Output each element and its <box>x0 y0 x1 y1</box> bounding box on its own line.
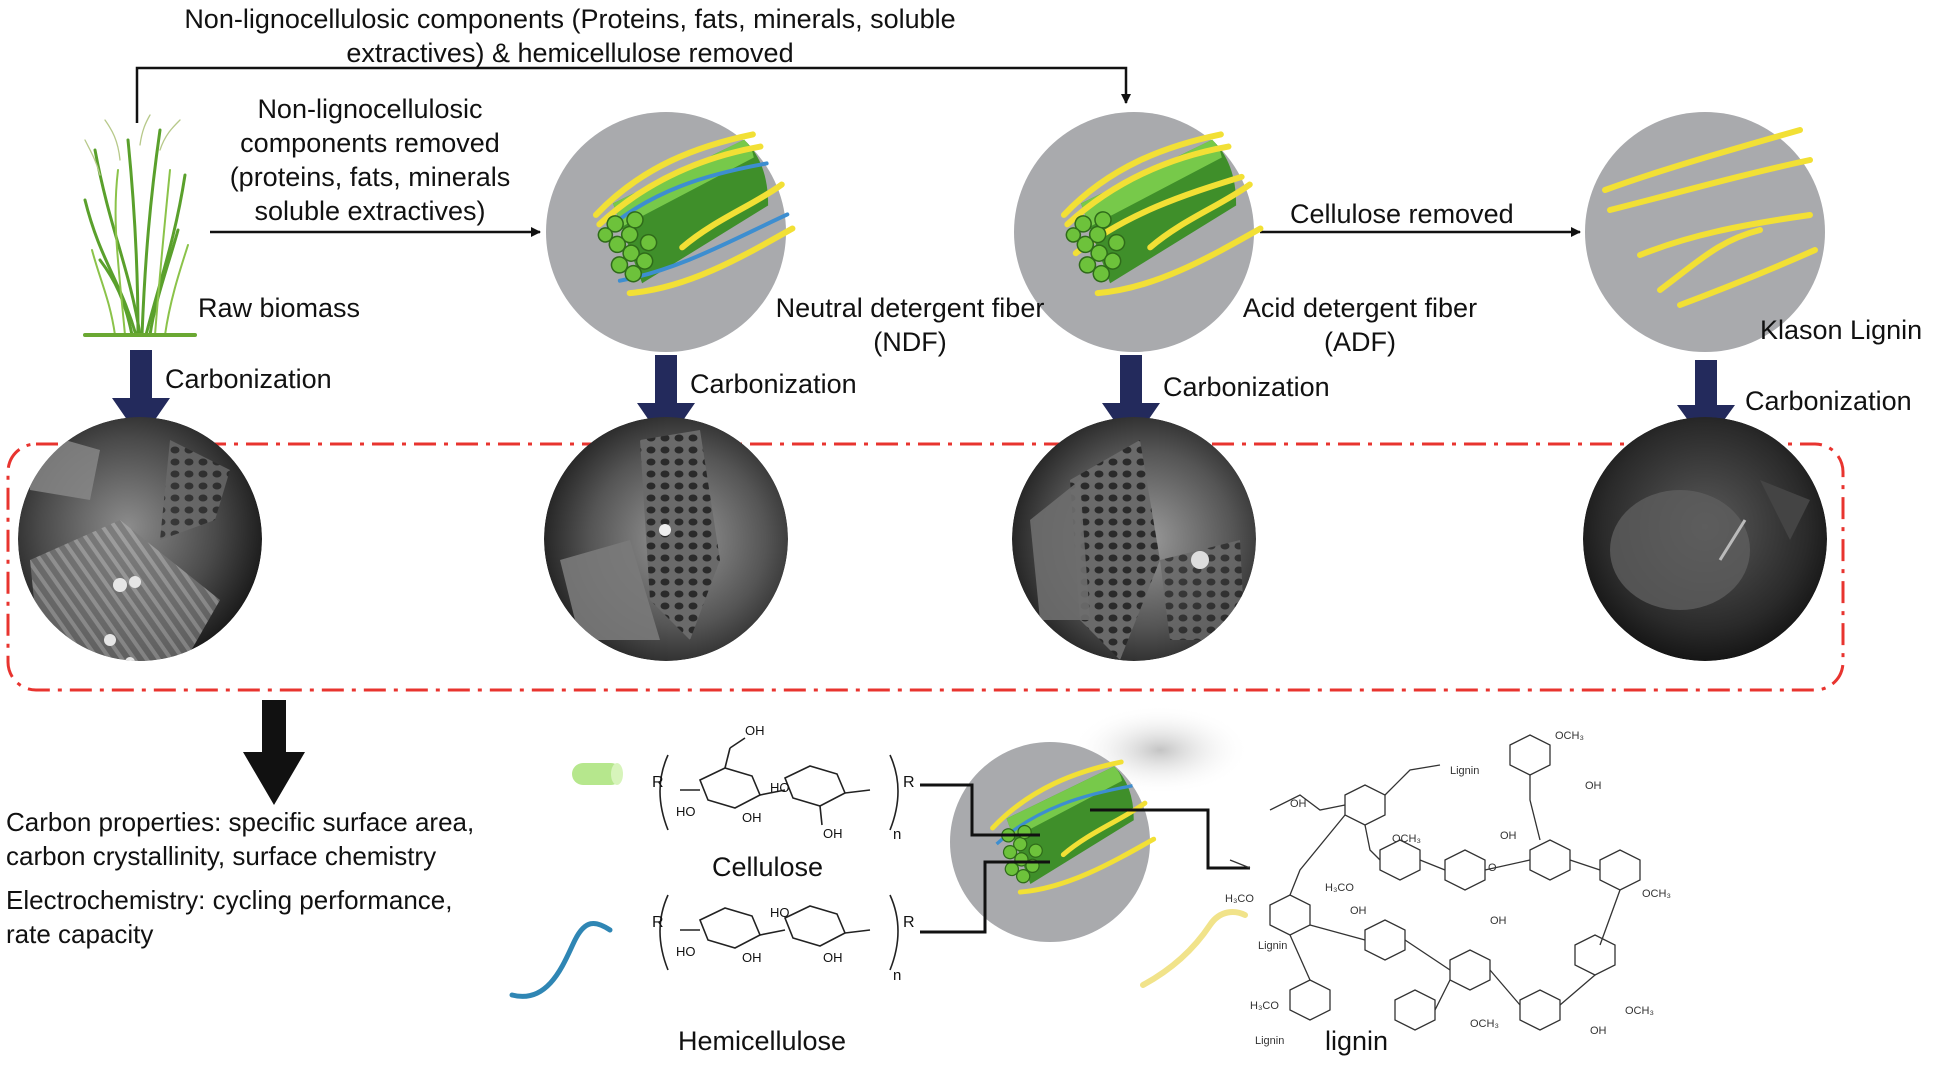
step1-label-line1: Non-lignocellulosic <box>257 94 483 124</box>
hemi-oh-1: OH <box>742 950 762 965</box>
carbonization-label-1: Carbonization <box>165 364 332 394</box>
carbonization-label-4: Carbonization <box>1745 386 1912 416</box>
lignin-ocH3-4: OCH₃ <box>1625 1005 1654 1017</box>
hemi-ho-1: HO <box>676 944 696 959</box>
stage-label-adf-line2: (ADF) <box>1324 327 1396 357</box>
step1-label-line2: components removed <box>240 128 500 158</box>
sem-image-adf <box>1012 417 1256 661</box>
hemicellulose-structure <box>659 894 899 971</box>
stage-label-ndf: Neutral detergent fiber (NDF) <box>750 291 1070 359</box>
lignin-ocH3-2: OCH₃ <box>1392 833 1421 845</box>
lignin-tag-2: Lignin <box>1258 940 1288 952</box>
lignin-oh-1: OH <box>1290 798 1307 810</box>
lignin-tag-1: Lignin <box>1450 765 1480 777</box>
adf-fiber-illustration <box>1014 112 1264 352</box>
cellulose-oh-2: OH <box>742 810 762 825</box>
cellulose-oh-3: OH <box>823 826 843 841</box>
stage-label-adf-line1: Acid detergent fiber <box>1242 293 1478 323</box>
step2-label: Cellulose removed <box>1290 199 1514 229</box>
sem-image-raw-biomass <box>18 417 262 661</box>
lignin-oh-4: OH <box>1350 905 1367 917</box>
lignin-h3co-3: H₃CO <box>1250 1000 1279 1012</box>
carbonization-label-3: Carbonization <box>1163 372 1330 402</box>
cellulose-structure <box>659 737 899 831</box>
carbonization-label-2: Carbonization <box>690 369 857 399</box>
step1-label-line3: (proteins, fats, minerals <box>229 162 511 192</box>
top-bypass-arrow <box>135 66 1131 123</box>
lignin-ocH3-1: OCH₃ <box>1555 730 1584 742</box>
lignin-h3co-1: H₃CO <box>1325 882 1354 894</box>
cellulose-r-right: R <box>903 774 915 791</box>
cellulose-label: Cellulose <box>712 852 824 882</box>
lignin-ocH3-3: OCH₃ <box>1642 888 1671 900</box>
hemi-n: n <box>893 967 902 984</box>
sem-image-klason-lignin <box>1583 417 1827 661</box>
lignin-structure <box>1229 734 1641 1031</box>
step1-label-line4: soluble extractives) <box>254 196 486 226</box>
properties-line2: carbon crystallinity, surface chemistry <box>6 841 437 871</box>
stage-label-ndf-line1: Neutral detergent fiber <box>775 293 1045 323</box>
lignin-oh-3: OH <box>1500 830 1517 842</box>
structure-connectors <box>920 783 1250 934</box>
hemi-r-left: R <box>652 914 664 931</box>
cellulose-ho-1: HO <box>676 804 696 819</box>
lignin-label: lignin <box>1325 1026 1389 1056</box>
sem-image-ndf <box>544 417 788 661</box>
lignocellulose-bundle-illustration <box>950 742 1157 942</box>
carbonization-arrows <box>112 350 1735 445</box>
hemi-r-right: R <box>903 914 915 931</box>
lignin-oh-6: OH <box>1590 1025 1607 1037</box>
ndf-fiber-illustration <box>546 112 796 352</box>
carbon-samples-box <box>6 442 1845 692</box>
cellulose-oh-1: OH <box>745 723 765 738</box>
cellulose-fiber-icon <box>572 763 623 785</box>
hemi-ho-2: HO <box>770 905 790 920</box>
lignin-ocH3-5: OCH₃ <box>1470 1018 1499 1030</box>
stage-label-raw-biomass: Raw biomass <box>198 293 361 323</box>
stage-label-klason-lignin: Klason Lignin <box>1760 315 1923 345</box>
properties-line1: Carbon properties: specific surface area… <box>6 807 475 837</box>
step1-label: Non-lignocellulosic components removed (… <box>200 92 540 228</box>
raw-biomass-grass-icon <box>83 114 197 337</box>
stage-label-ndf-line2: (NDF) <box>873 327 947 357</box>
results-arrow <box>243 700 305 805</box>
lignin-oh-2: OH <box>1585 780 1602 792</box>
cellulose-n: n <box>893 826 902 843</box>
properties-line4: rate capacity <box>6 919 154 949</box>
cellulose-ho-2: HO <box>770 780 790 795</box>
top-path-label-line2: extractives) & hemicellulose removed <box>346 38 794 68</box>
top-path-label: Non-lignocellulosic components (Proteins… <box>130 2 1010 70</box>
properties-list: Carbon properties: specific surface area… <box>6 805 474 951</box>
hemi-oh-2: OH <box>823 950 843 965</box>
lignin-tag-3: Lignin <box>1255 1035 1285 1047</box>
lignin-oh-5: OH <box>1490 915 1507 927</box>
cellulose-r-left: R <box>652 774 664 791</box>
klason-lignin-illustration <box>1585 112 1825 352</box>
hemicellulose-label: Hemicellulose <box>678 1026 847 1056</box>
properties-line3: Electrochemistry: cycling performance, <box>6 885 453 915</box>
hemicellulose-strand-icon <box>509 921 613 999</box>
top-path-label-line1: Non-lignocellulosic components (Proteins… <box>184 4 956 34</box>
stage-label-adf: Acid detergent fiber (ADF) <box>1225 291 1495 359</box>
lignin-o-1: O <box>1488 862 1497 874</box>
lignin-strand-icon <box>1140 909 1248 988</box>
lignin-h3co-2: H₃CO <box>1225 893 1254 905</box>
